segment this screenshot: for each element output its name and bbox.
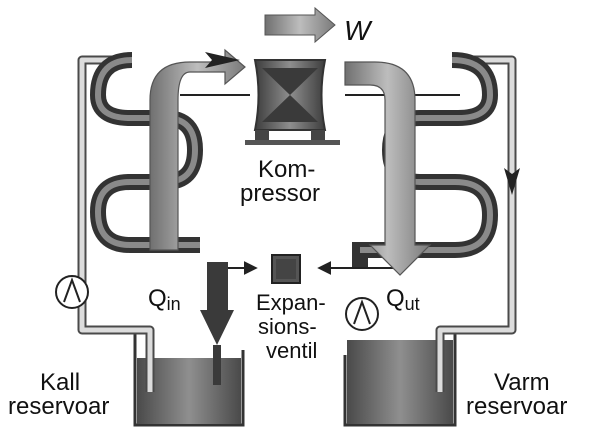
warm-reservoir-label-line2: reservoar: [466, 393, 567, 420]
liquid-down-arrow: [200, 262, 234, 385]
hot-vapor-arrow: [344, 61, 432, 276]
warm-side-pipe-loop: [435, 55, 517, 392]
cold-side-pump-icon: [55, 275, 89, 309]
cold-side-pipe-loop: [77, 55, 155, 392]
warm-side-pump-icon: [345, 297, 379, 331]
compressor-label-line2: pressor: [240, 180, 320, 207]
work-label: W: [344, 15, 373, 46]
condenser-coil: [352, 52, 499, 268]
warm-reservoir-label-line1: Varm: [494, 369, 550, 396]
evaporator-coil: [89, 52, 204, 253]
expansion-valve-icon: [271, 254, 301, 284]
work-arrow: [264, 6, 336, 44]
compressor-label-line1: Kom-: [258, 156, 315, 183]
q-in-label: Qin: [148, 285, 181, 314]
cold-vapor-arrow: [149, 48, 246, 251]
valve-label-line3: ventil: [266, 338, 317, 363]
warm-reservoir: [343, 332, 457, 427]
valve-label-line2: sions-: [258, 314, 317, 339]
cold-reservoir-label-line1: Kall: [40, 369, 80, 396]
q-out-label: Qut: [386, 285, 420, 314]
compressor-icon: [245, 59, 340, 145]
valve-label-line1: Expan-: [256, 290, 326, 315]
warm-loop-down-arrow: [504, 168, 520, 195]
cold-loop-right-arrow: [205, 52, 240, 68]
cold-reservoir-label-line2: reservoar: [8, 393, 109, 420]
